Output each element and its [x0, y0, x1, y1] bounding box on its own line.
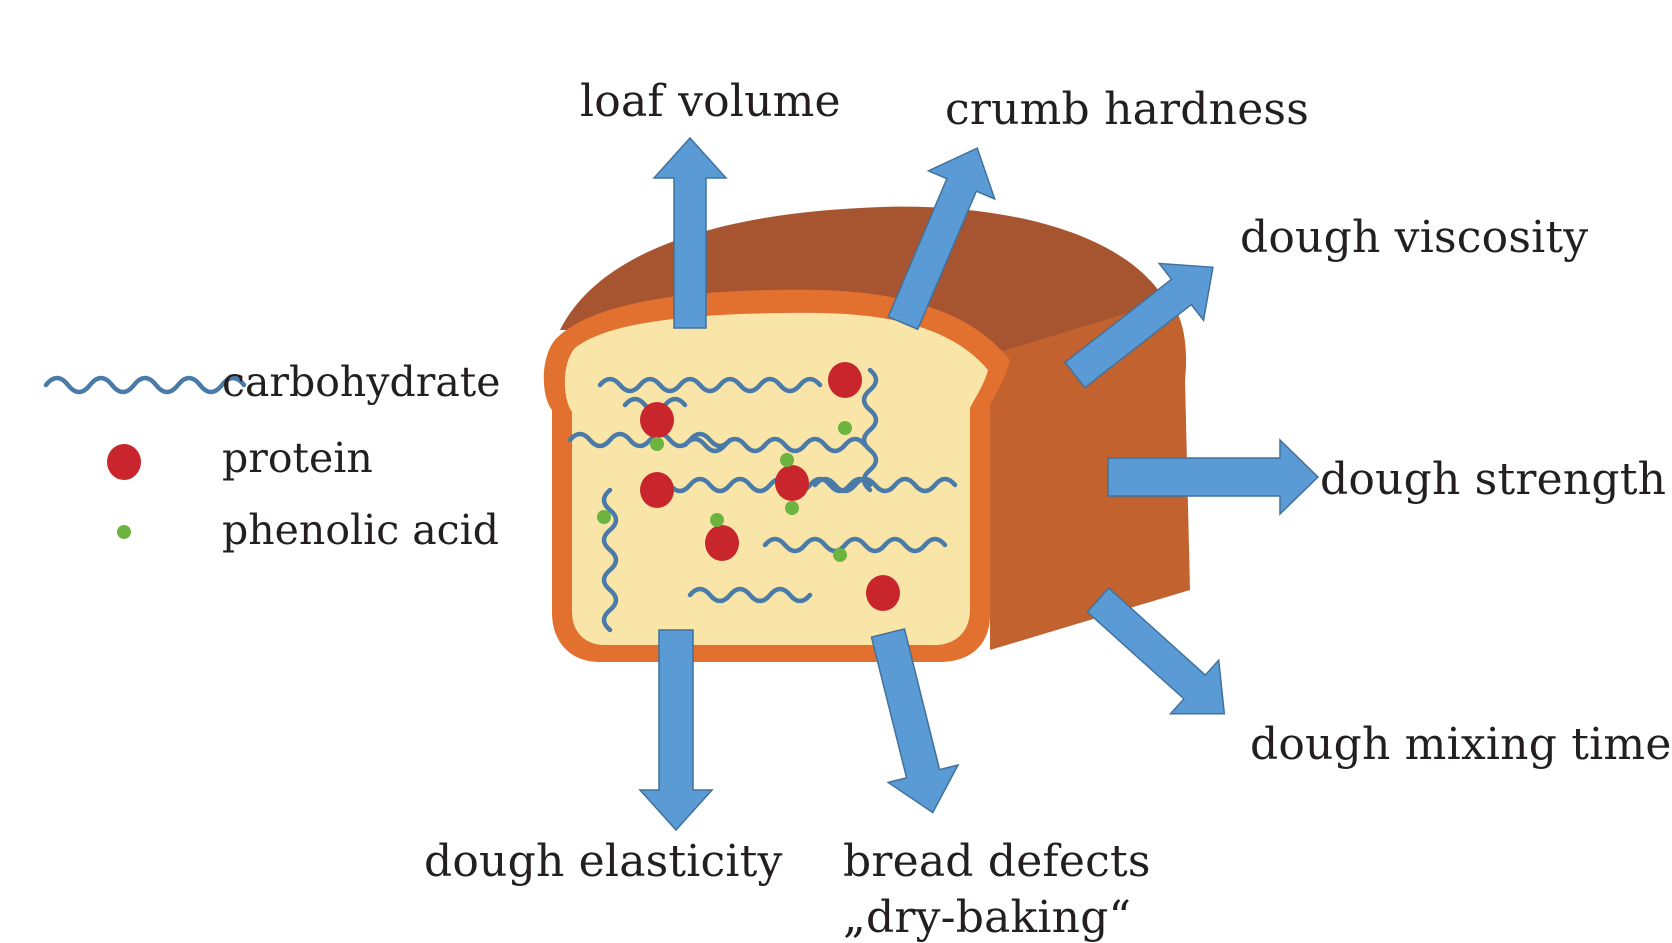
- label-dough-viscosity: dough viscosity: [1240, 212, 1589, 263]
- legend-carbohydrate-icon: [43, 375, 247, 395]
- protein-sphere: [866, 575, 900, 611]
- carbohydrate-chain: [762, 536, 948, 554]
- phenolic-acid-dot: [597, 510, 611, 524]
- legend-phenolic-acid-icon: [117, 525, 131, 539]
- phenolic-acid-dot: [833, 548, 847, 562]
- carbohydrate-chains: [567, 367, 958, 633]
- protein-sphere: [705, 525, 739, 561]
- label-dough-mixing-time: dough mixing time: [1250, 719, 1672, 770]
- arrow-dough-viscosity: [1064, 262, 1214, 389]
- phenolic-acid-dot: [780, 453, 794, 467]
- phenolic-acid-dot: [838, 421, 852, 435]
- arrow-dough-mixing-time: [1086, 587, 1226, 715]
- phenolic-acid-dot: [650, 437, 664, 451]
- carbohydrate-chain: [597, 376, 823, 394]
- legend-protein-icon: [107, 444, 141, 480]
- legend-icons: [43, 375, 247, 539]
- carbohydrate-chain: [861, 367, 879, 493]
- carbohydrate-chain: [567, 431, 733, 449]
- phenolic-acid-dot: [710, 513, 724, 527]
- label-dough-elasticity: dough elasticity: [424, 836, 783, 887]
- bread-side-crust: [990, 300, 1190, 650]
- carbohydrate-chain: [601, 487, 619, 633]
- label-bread-defects: bread defects: [843, 836, 1151, 887]
- carbohydrate-chain: [687, 586, 813, 604]
- arrow-crumb-hardness: [887, 147, 997, 331]
- carbohydrate-chain: [812, 476, 958, 494]
- label-crumb-hardness: crumb hardness: [945, 84, 1309, 135]
- legend-carbohydrate-label: carbohydrate: [222, 358, 501, 406]
- protein-sphere: [640, 402, 674, 438]
- protein-sphere: [828, 362, 862, 398]
- label-dough-strength: dough strength: [1320, 454, 1667, 505]
- protein-sphere: [640, 472, 674, 508]
- arrow-loaf-volume: [652, 136, 728, 329]
- arrow-bread-defects: [870, 627, 960, 814]
- protein-spheres: [640, 362, 900, 611]
- carbohydrate-chain: [682, 436, 868, 454]
- legend-phenolic-acid-label: phenolic acid: [222, 506, 499, 554]
- effect-arrows: [638, 136, 1320, 832]
- legend-protein-label: protein: [222, 434, 373, 482]
- carbohydrate-chain: [647, 476, 873, 494]
- arrow-dough-elasticity: [638, 629, 714, 832]
- label-dry-baking: „dry-baking“: [843, 892, 1132, 943]
- phenolic-acid-dots: [597, 421, 852, 562]
- arrow-dough-strength: [1107, 438, 1320, 516]
- phenolic-acid-dot: [785, 501, 799, 515]
- protein-sphere: [775, 465, 809, 501]
- label-loaf-volume: loaf volume: [580, 76, 841, 127]
